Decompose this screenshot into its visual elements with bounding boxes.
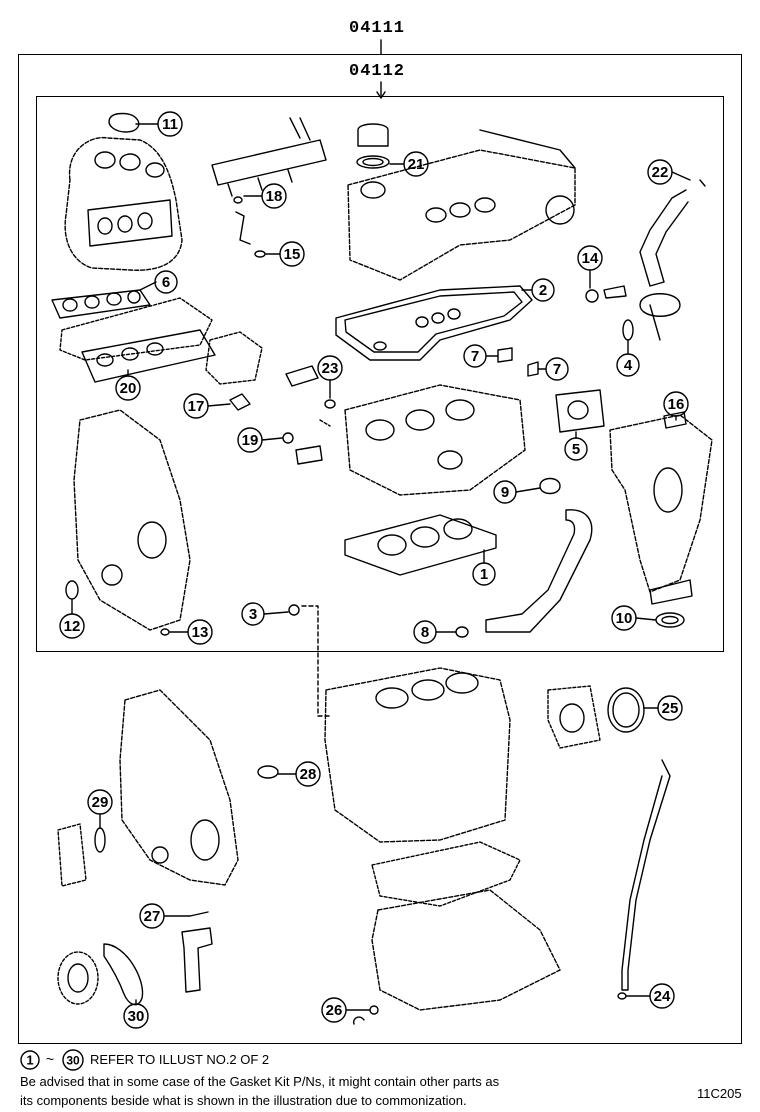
callout-13: 13: [192, 624, 209, 641]
callouts: 11 18 15 21 22 6 2 14 4 20: [59, 111, 691, 1029]
callout-1: 1: [480, 566, 488, 583]
callout-2: 2: [539, 282, 547, 299]
callout-15: 15: [284, 246, 301, 263]
sensors: [205, 331, 336, 465]
callout-11-circle: [157, 111, 183, 137]
rear-oil-seal: [547, 685, 645, 749]
callout-18: 18: [266, 188, 283, 205]
callout-12: 12: [64, 618, 81, 635]
water-pipe: [455, 509, 593, 638]
cylinder-block: [324, 667, 511, 843]
pumps: [57, 911, 213, 1006]
callout-28: 28: [300, 766, 317, 783]
bolts-7: [497, 347, 539, 377]
refer-to-number: 30: [66, 1054, 80, 1068]
callout-9: 9: [501, 484, 509, 501]
callout-3: 3: [249, 606, 257, 623]
callout-24: 24: [654, 988, 671, 1005]
callout-27: 27: [144, 908, 161, 925]
callout-20: 20: [120, 380, 137, 397]
callout-6: 6: [162, 274, 170, 291]
cylinder-head-cover: [347, 123, 576, 281]
callout-8: 8: [421, 624, 429, 641]
callout-22: 22: [652, 164, 669, 181]
exhaust-gaskets: [51, 289, 216, 383]
callout-23: 23: [322, 360, 339, 377]
callout-19: 19: [242, 432, 259, 449]
cylinder-head: [344, 384, 526, 496]
svg-text:~: ~: [46, 1051, 54, 1067]
seals-9-10: [539, 477, 685, 628]
cylinder-head-gasket: [344, 514, 497, 576]
callout-29: 29: [92, 794, 109, 811]
kit-number-inner: 04112: [349, 62, 406, 81]
fuel-rail: [211, 117, 327, 258]
callout-30: 30: [128, 1008, 145, 1025]
illustration-code: 11C205: [697, 1086, 742, 1101]
part-11-gasket: [108, 112, 140, 133]
dipstick: [617, 759, 671, 1000]
callout-26: 26: [326, 1002, 343, 1019]
callout-14: 14: [582, 250, 599, 267]
timing-cover-upper: [65, 409, 331, 717]
head-cover-gasket: [335, 285, 533, 361]
advisory-line-1: Be advised that in some case of the Gask…: [20, 1074, 500, 1089]
refer-from-number: 1: [26, 1053, 33, 1068]
outer-kit-frame: [18, 54, 742, 1044]
callout-17: 17: [188, 398, 205, 415]
callout-7a: 7: [471, 348, 479, 365]
oil-pan: [352, 841, 561, 1025]
seals-right: [585, 285, 634, 341]
callout-5: 5: [572, 441, 580, 458]
advisory-line-2: its components beside what is shown in t…: [20, 1093, 467, 1108]
intake-manifold: [64, 112, 183, 271]
callout-10: 10: [616, 610, 633, 627]
callout-4: 4: [624, 357, 633, 374]
callout-16: 16: [668, 396, 685, 413]
callout-21: 21: [408, 156, 425, 173]
callout-25: 25: [662, 700, 679, 717]
callout-7b: 7: [553, 361, 561, 378]
dipstick-guide-upper: [639, 179, 706, 341]
kit-leader-lines: [376, 39, 386, 99]
callout-11: 11: [162, 116, 178, 133]
timing-cover-lower: [57, 689, 279, 887]
refer-range-symbols: 1 ~ 30: [20, 1049, 84, 1071]
refer-note: REFER TO ILLUST NO.2 OF 2: [90, 1052, 270, 1067]
kit-number-outer: 04111: [349, 19, 406, 38]
catalytic-converter: [555, 389, 713, 605]
